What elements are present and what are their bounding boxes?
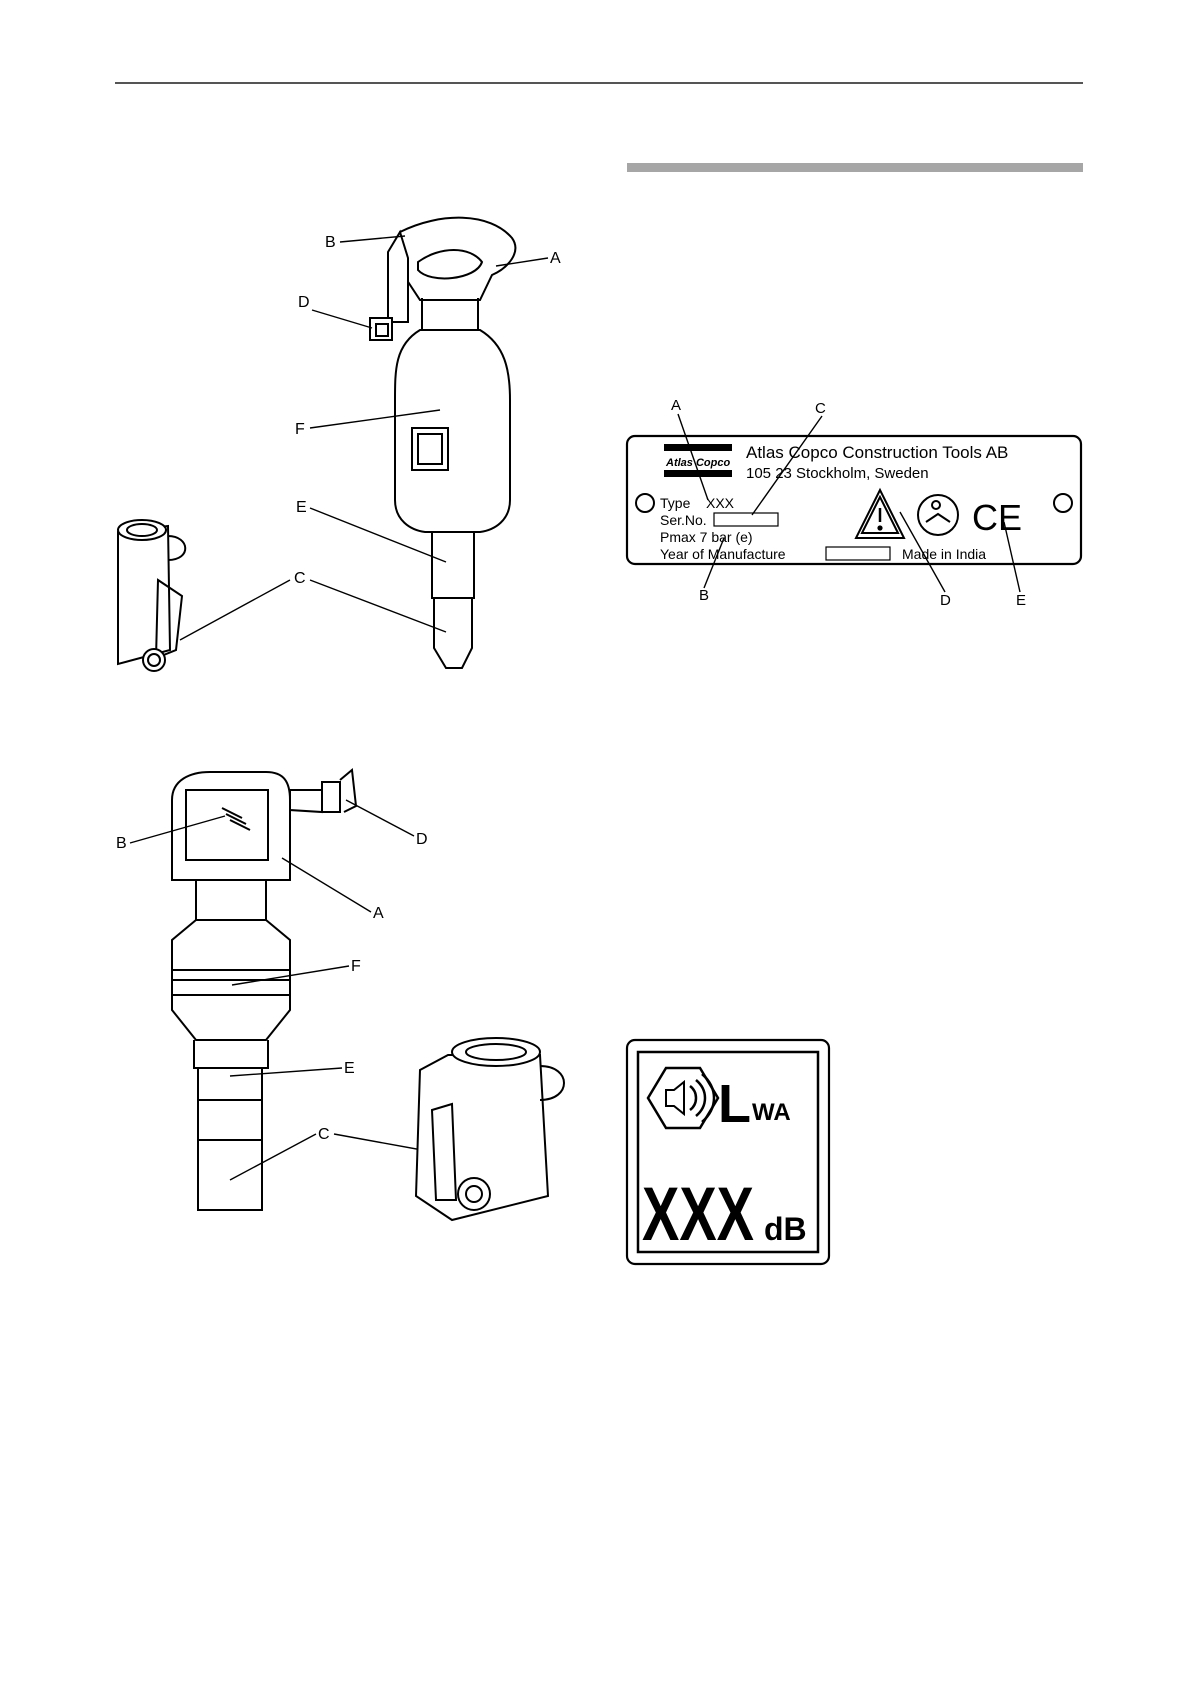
hammer-1-label-e: E bbox=[296, 499, 307, 516]
hammer-2-label-e: E bbox=[344, 1060, 355, 1077]
plate-made-in: Made in India bbox=[902, 546, 986, 562]
plate-serial-label: Ser.No. bbox=[660, 512, 707, 528]
hammer-2-label-a: A bbox=[373, 905, 384, 922]
noise-unit: dB bbox=[764, 1211, 807, 1247]
hammer-2-illustration: B D A F E C bbox=[116, 770, 564, 1220]
lwa-subscript: WA bbox=[752, 1099, 791, 1126]
noise-value: XXX bbox=[642, 1172, 754, 1257]
svg-text:Atlas Copco: Atlas Copco bbox=[665, 457, 730, 469]
plate-address: 105 23 Stockholm, Sweden bbox=[746, 465, 929, 482]
hammer-1-illustration: B A D F E C bbox=[118, 218, 561, 671]
hammer-2-label-f: F bbox=[351, 958, 361, 975]
hammer-2-label-d: D bbox=[416, 831, 428, 848]
hammer-2-label-c: C bbox=[318, 1126, 330, 1143]
ce-mark-icon: CE bbox=[972, 497, 1022, 538]
plate-pmax: Pmax 7 bar (e) bbox=[660, 529, 753, 545]
noise-level-label: L WA XXX dB bbox=[627, 1040, 829, 1264]
data-plate: Atlas Copco Atlas Copco Construction Too… bbox=[627, 397, 1081, 609]
plate-callout-c: C bbox=[815, 400, 826, 417]
plate-callout-a: A bbox=[671, 397, 681, 414]
plate-type-label: Type bbox=[660, 495, 691, 511]
plate-callout-d: D bbox=[940, 592, 951, 609]
plate-year-label: Year of Manufacture bbox=[660, 546, 786, 562]
plate-type-value: XXX bbox=[706, 495, 735, 511]
hammer-1-label-a: A bbox=[550, 250, 561, 267]
hammer-2-label-b: B bbox=[116, 835, 127, 852]
plate-callout-e: E bbox=[1016, 592, 1026, 609]
hammer-1-label-c: C bbox=[294, 570, 306, 587]
plate-callout-b: B bbox=[699, 587, 709, 604]
hammer-1-label-b: B bbox=[325, 234, 336, 251]
lwa-symbol: L bbox=[718, 1074, 751, 1134]
plate-company: Atlas Copco Construction Tools AB bbox=[746, 443, 1008, 462]
hammer-1-label-f: F bbox=[295, 421, 305, 438]
hammer-1-label-d: D bbox=[298, 294, 310, 311]
